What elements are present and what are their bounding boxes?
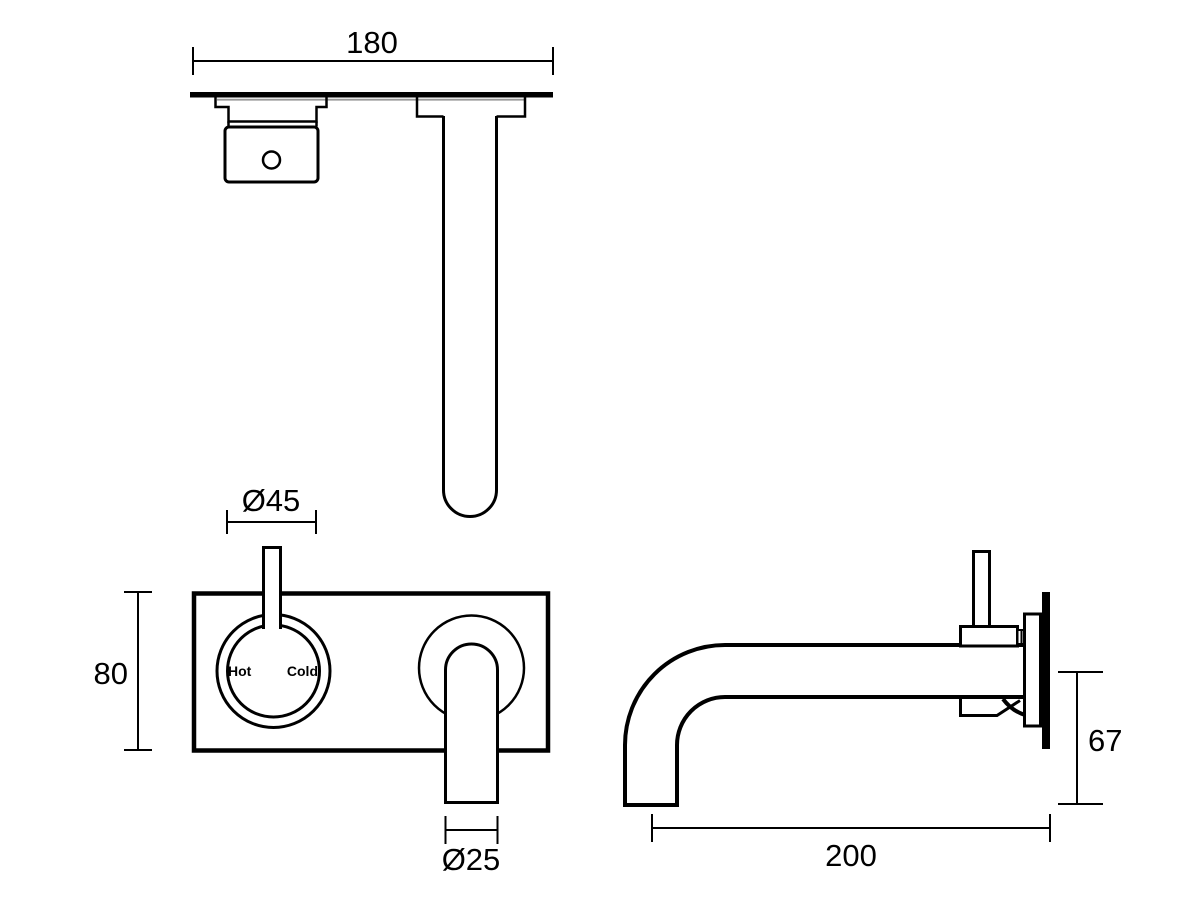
- wall-plate-side: [1042, 592, 1050, 749]
- dim-label-handle-diameter: Ø45: [242, 483, 301, 518]
- handle-lever-side: [972, 550, 991, 630]
- spout-tube-front: [444, 642, 499, 804]
- lower-mount: [959, 698, 1021, 717]
- spout-tube-top: [442, 116, 498, 518]
- dim-label-outlet-drop: 67: [1088, 723, 1122, 758]
- handle-escutcheon-top: [214, 97, 328, 123]
- side-view: 200 67: [623, 550, 1122, 873]
- top-view: 180: [190, 25, 554, 518]
- hot-label: Hot: [228, 663, 252, 679]
- spout-flange-left: [415, 97, 444, 118]
- dim-label-spout-projection: 200: [825, 838, 877, 873]
- handle-pin-hole: [261, 150, 282, 170]
- spout-profile: [623, 643, 1032, 807]
- spout-flange-right: [496, 97, 527, 118]
- dim-label-plate-width: 180: [346, 25, 398, 60]
- cold-label: Cold: [287, 663, 318, 679]
- dim-label-plate-height: 80: [94, 656, 128, 691]
- plate-edge: [190, 92, 553, 98]
- escutcheon-side: [1023, 612, 1042, 728]
- valve-link: [1001, 697, 1026, 717]
- front-view: Ø45 80 Hot Cold Ø25: [94, 483, 551, 877]
- dim-label-spout-diameter: Ø25: [442, 842, 501, 877]
- handle-base-side: [959, 625, 1019, 648]
- handle-lever: [262, 546, 282, 629]
